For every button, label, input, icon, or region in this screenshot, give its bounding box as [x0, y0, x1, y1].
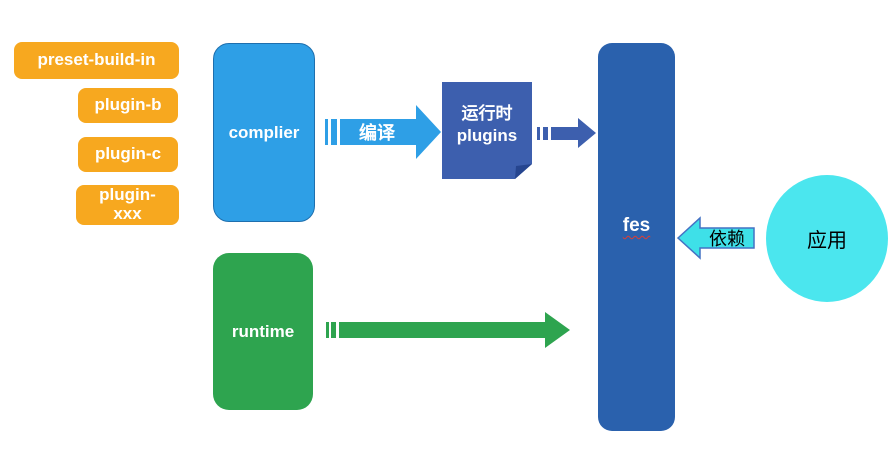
folded-note-icon [442, 82, 532, 179]
arrow-compile: 编译 [324, 104, 442, 160]
chip-preset-build-in: preset-build-in [14, 42, 179, 79]
left-arrow-icon [676, 216, 755, 260]
chip-plugin-xxx: plugin- xxx [76, 185, 179, 225]
arrow-compile-label: 编译 [359, 123, 395, 143]
node-fes-label: fes [622, 215, 651, 236]
node-runtime: runtime [213, 253, 313, 410]
striped-right-arrow-icon [326, 312, 570, 348]
arrow-depends-label: 依赖 [709, 229, 745, 249]
striped-right-arrow-icon [537, 118, 596, 148]
chip-plugin-c: plugin-c [78, 137, 178, 172]
node-runtime-plugins: 运行时 plugins [442, 82, 532, 179]
arrow-runtime-to-fes [325, 310, 575, 350]
node-runtime-plugins-label: 运行时 plugins [456, 104, 518, 145]
chip-plugin-b: plugin-b [78, 88, 178, 123]
node-app: 应用 [766, 175, 888, 302]
arrow-note-to-fes [536, 116, 598, 150]
striped-right-arrow-icon [325, 105, 441, 159]
node-fes: fes [598, 43, 675, 431]
arrow-depends: 依赖 [676, 216, 756, 260]
node-complier: complier [213, 43, 315, 222]
